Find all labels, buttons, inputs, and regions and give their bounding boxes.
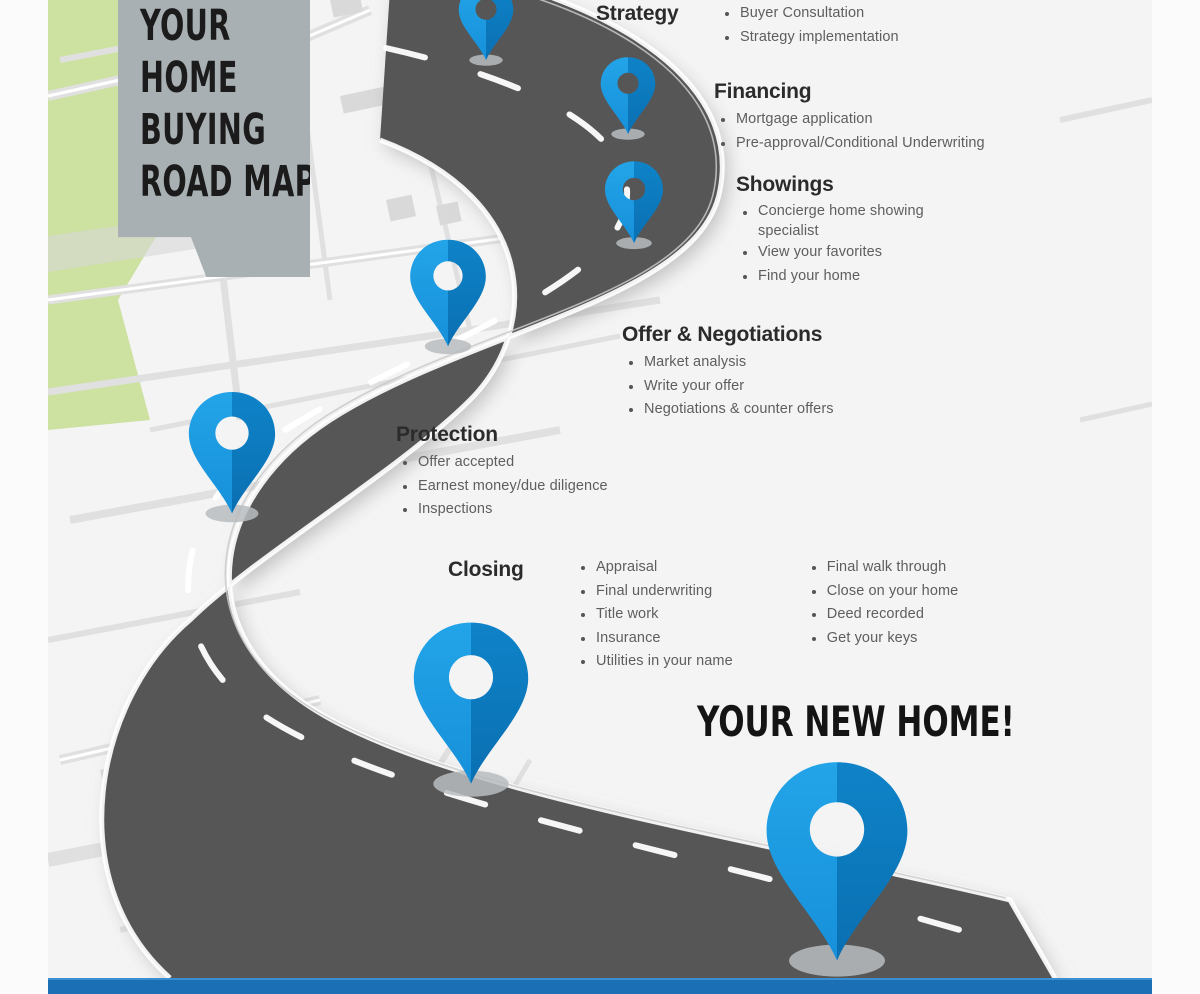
list-item: Write your offer [629, 375, 1022, 399]
list-item: View your favorites [743, 241, 1066, 265]
list-item: Pre-approval/Conditional Underwriting [721, 132, 1114, 156]
list-item: Find your home [743, 265, 1066, 289]
step-financing: Financing Mortgage application Pre-appro… [714, 80, 1114, 155]
step-showings-list: Concierge home showing specialist View y… [736, 201, 1066, 288]
list-item: Insurance [581, 627, 733, 651]
step-protection: Protection Offer accepted Earnest money/… [396, 423, 756, 522]
title-line-4: ROAD MAP [140, 157, 317, 207]
list-item: Earnest money/due diligence [403, 475, 756, 499]
title-line-3: BUYING [140, 105, 267, 155]
list-item: Inspections [403, 498, 756, 522]
step-showings-heading: Showings [736, 173, 834, 196]
bottom-accent-bar [48, 978, 1152, 994]
list-item: Offer accepted [403, 451, 756, 475]
title-line-1: YOUR [140, 1, 231, 51]
list-item: Title work [581, 603, 733, 627]
list-item: Get your keys [811, 627, 959, 651]
list-item: Strategy implementation [725, 26, 899, 50]
step-offer-list: Market analysis Write your offer Negotia… [622, 351, 1022, 422]
title-banner-text: YOUR HOME BUYING ROAD MAP [140, 0, 317, 208]
list-item: Market analysis [629, 351, 1022, 375]
step-protection-heading: Protection [396, 423, 498, 446]
step-offer-negotiations: Offer & Negotiations Market analysis Wri… [622, 323, 1022, 422]
left-gutter [0, 0, 48, 994]
list-item: Utilities in your name [581, 650, 733, 674]
step-protection-list: Offer accepted Earnest money/due diligen… [396, 451, 756, 522]
step-strategy-list: Buyer Consultation Strategy implementati… [708, 2, 899, 49]
title-banner: YOUR HOME BUYING ROAD MAP [118, 0, 310, 277]
step-closing-list-col2: Final walk through Close on your home De… [733, 556, 959, 650]
list-item: Buyer Consultation [725, 2, 899, 26]
list-item: Deed recorded [811, 603, 959, 627]
step-financing-heading: Financing [714, 80, 812, 103]
step-closing-list-col1: Appraisal Final underwriting Title work … [558, 556, 733, 674]
list-item: Concierge home showing specialist [743, 201, 978, 241]
step-closing: Closing Appraisal Final underwriting Tit… [448, 556, 1008, 674]
title-line-2: HOME [140, 53, 238, 103]
list-item: Mortgage application [721, 108, 1114, 132]
map-pin-group [188, 0, 908, 977]
step-closing-heading: Closing [448, 558, 524, 581]
your-new-home-label: YOUR NEW HOME! [697, 697, 1015, 746]
step-offer-heading: Offer & Negotiations [622, 323, 823, 346]
list-item: Final underwriting [581, 580, 733, 604]
step-strategy: Strategy Buyer Consultation Strategy imp… [596, 2, 1076, 49]
list-item: Appraisal [581, 556, 733, 580]
step-financing-list: Mortgage application Pre-approval/Condit… [714, 108, 1114, 155]
list-item: Close on your home [811, 580, 959, 604]
list-item: Negotiations & counter offers [629, 398, 1022, 422]
step-showings: Showings Concierge home showing speciali… [736, 173, 1066, 288]
list-item: Final walk through [811, 556, 959, 580]
right-gutter [1152, 0, 1200, 994]
step-strategy-heading: Strategy [596, 2, 679, 25]
